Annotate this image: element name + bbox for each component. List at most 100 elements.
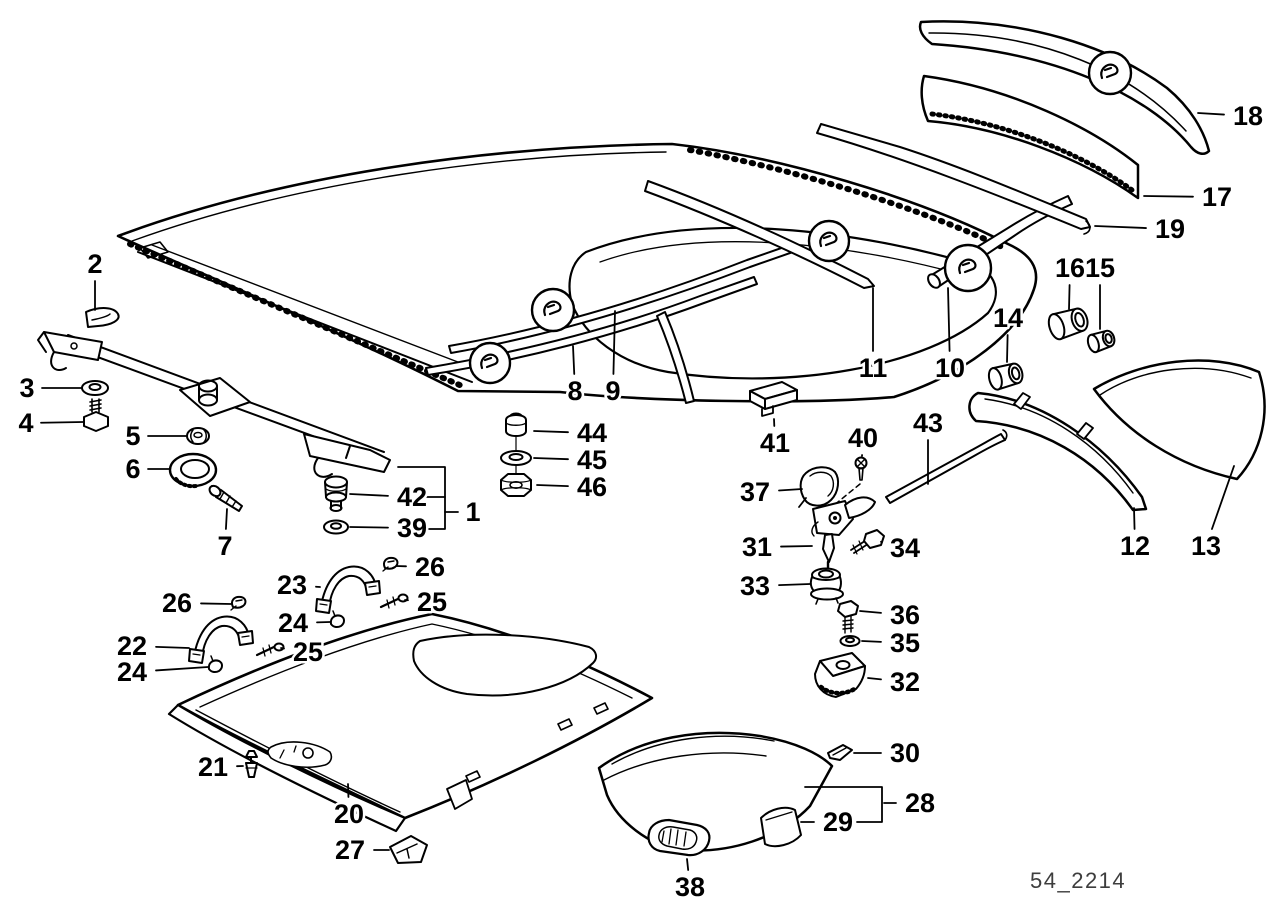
cup-33	[809, 567, 844, 605]
clip-21	[245, 750, 258, 778]
leader-line-31	[780, 545, 813, 548]
leader-line-16	[1068, 284, 1071, 310]
leader-line-38	[686, 858, 690, 871]
part-callout-25: 25	[417, 587, 447, 617]
part-callout-44: 44	[577, 418, 607, 448]
group-bracket-3	[804, 786, 883, 823]
bolt-4	[83, 398, 109, 432]
leader-line-14	[1006, 334, 1009, 363]
bush-16	[1047, 307, 1089, 341]
rear-molding-11	[644, 180, 875, 289]
leader-line-44	[533, 430, 569, 434]
finisher-strip-19	[816, 123, 1091, 235]
part-callout-42: 42	[397, 482, 427, 512]
bolt-34	[850, 529, 885, 555]
part-callout-17: 17	[1202, 182, 1232, 212]
part-callout-4: 4	[18, 408, 33, 438]
leader-line-37	[778, 488, 803, 492]
cap-24-right	[329, 610, 345, 629]
leader-line-18	[1197, 112, 1225, 116]
part-callout-35: 35	[890, 628, 920, 658]
cap-26-right	[382, 556, 399, 572]
pad-29	[760, 806, 802, 848]
part-callout-14: 14	[993, 303, 1023, 333]
part-callout-33: 33	[740, 571, 770, 601]
part-callout-39: 39	[397, 513, 427, 543]
part-callout-6: 6	[125, 454, 140, 484]
part-callout-34: 34	[890, 533, 920, 563]
washer-35	[839, 635, 861, 647]
part-callout-3: 3	[19, 373, 34, 403]
washer-45	[500, 450, 532, 475]
leader-line-35	[861, 640, 882, 643]
drip-molding-8	[425, 276, 758, 376]
lamp-38	[647, 818, 711, 857]
buffer-42	[324, 475, 348, 512]
part-callout-38: 38	[675, 872, 705, 902]
rear-window-17	[920, 74, 1140, 200]
detail-circle-5	[1087, 50, 1133, 96]
leader-line-24	[155, 666, 209, 672]
leader-line-39	[349, 526, 389, 529]
cap-26-left	[230, 595, 247, 611]
part-callout-24: 24	[278, 608, 308, 638]
hardtop-body	[116, 142, 1038, 403]
headliner-20	[167, 612, 654, 833]
leader-line-46	[536, 484, 569, 488]
part-callout-5: 5	[125, 421, 140, 451]
screw-25-right	[379, 593, 409, 609]
part-callout-29: 29	[823, 807, 853, 837]
bush-14	[987, 362, 1024, 391]
part-callout-26: 26	[162, 588, 192, 618]
part-callout-46: 46	[577, 472, 607, 502]
leader-line-33	[778, 583, 811, 587]
nut-46	[500, 473, 532, 497]
part-callout-45: 45	[577, 445, 607, 475]
plate-37	[798, 466, 840, 508]
detail-circle-3	[807, 219, 851, 263]
detail-circle-1	[468, 341, 512, 385]
leader-line-26	[200, 602, 232, 605]
part-callout-12: 12	[1120, 531, 1150, 561]
buffer-44	[505, 412, 527, 453]
part-callout-10: 10	[935, 353, 965, 383]
leader-line-32	[867, 677, 882, 681]
latch-31	[811, 496, 876, 570]
leader-line-4	[40, 421, 84, 424]
part-callout-32: 32	[890, 667, 920, 697]
part-callout-26: 26	[415, 552, 445, 582]
leader-line-10	[947, 287, 951, 352]
screw-25-left	[255, 642, 285, 657]
grab-handle-23	[315, 565, 381, 614]
group-bracket-1	[397, 466, 446, 530]
detail-circle-2	[530, 287, 576, 333]
screw-7	[208, 484, 243, 512]
part-callout-25: 25	[293, 637, 323, 667]
roof-shell-12	[968, 391, 1148, 512]
part-callout-28: 28	[905, 788, 935, 818]
sunroof-tracks	[127, 241, 485, 389]
part-callout-30: 30	[890, 738, 920, 768]
part-callout-2: 2	[87, 249, 102, 279]
bracket-32	[814, 652, 866, 698]
leader-line-8	[572, 345, 576, 375]
nut-5	[186, 427, 210, 445]
part-callout-15: 15	[1085, 253, 1115, 283]
ring-6	[168, 452, 218, 489]
part-callout-37: 37	[740, 477, 770, 507]
bolt-36	[837, 600, 859, 634]
clip-30	[827, 744, 853, 761]
plug-41	[749, 381, 798, 417]
part-callout-18: 18	[1233, 101, 1263, 131]
clip-2	[85, 307, 120, 328]
part-callout-9: 9	[605, 376, 620, 406]
part-callout-21: 21	[198, 752, 228, 782]
leader-line-9	[612, 310, 616, 375]
side-rail-molding	[656, 311, 695, 404]
leader-line-7	[225, 508, 228, 530]
tension-strap-assembly	[37, 331, 391, 478]
part-callout-27: 27	[335, 835, 365, 865]
part-callout-16: 16	[1055, 253, 1085, 283]
part-callout-31: 31	[742, 532, 772, 562]
